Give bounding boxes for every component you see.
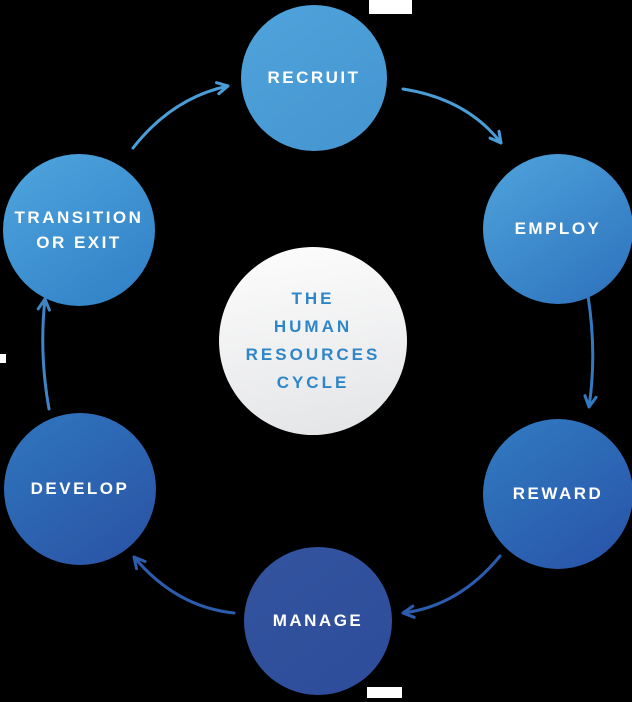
stage-employ: EMPLOY — [483, 154, 632, 304]
stage-transition-or-exit: TRANSITION OR EXIT — [3, 154, 155, 306]
background-artifact — [0, 354, 6, 363]
arrow-manage-to-develop — [132, 555, 236, 615]
stage-recruit: RECRUIT — [241, 5, 387, 151]
stage-develop: DEVELOP — [4, 413, 156, 565]
center-title-line: THE — [291, 288, 335, 308]
center-title-line: CYCLE — [276, 373, 350, 393]
arrow-reward-to-manage — [401, 554, 502, 619]
stage-manage: MANAGE — [244, 547, 392, 695]
arrow-develop-to-transition — [36, 297, 51, 411]
stage-manage-label: MANAGE — [272, 611, 364, 631]
background-artifact — [367, 687, 402, 698]
stage-reward: REWARD — [483, 419, 632, 569]
stage-employ-label: EMPLOY — [514, 219, 602, 239]
background-artifact — [369, 0, 412, 14]
arrow-recruit-to-employ — [401, 87, 503, 145]
stage-transition-or-exit-label: TRANSITION OR EXIT — [14, 207, 144, 253]
arrow-transition-to-recruit — [131, 81, 230, 150]
center-title-line: RESOURCES — [245, 345, 381, 364]
stage-reward-label: REWARD — [512, 484, 604, 504]
center-title-line: HUMAN — [273, 316, 353, 336]
arrow-employ-to-reward — [583, 294, 598, 409]
stage-develop-label: DEVELOP — [30, 479, 130, 499]
center-title-circle: THE HUMAN RESOURCES CYCLE — [219, 247, 407, 435]
stage-recruit-label: RECRUIT — [267, 68, 361, 88]
